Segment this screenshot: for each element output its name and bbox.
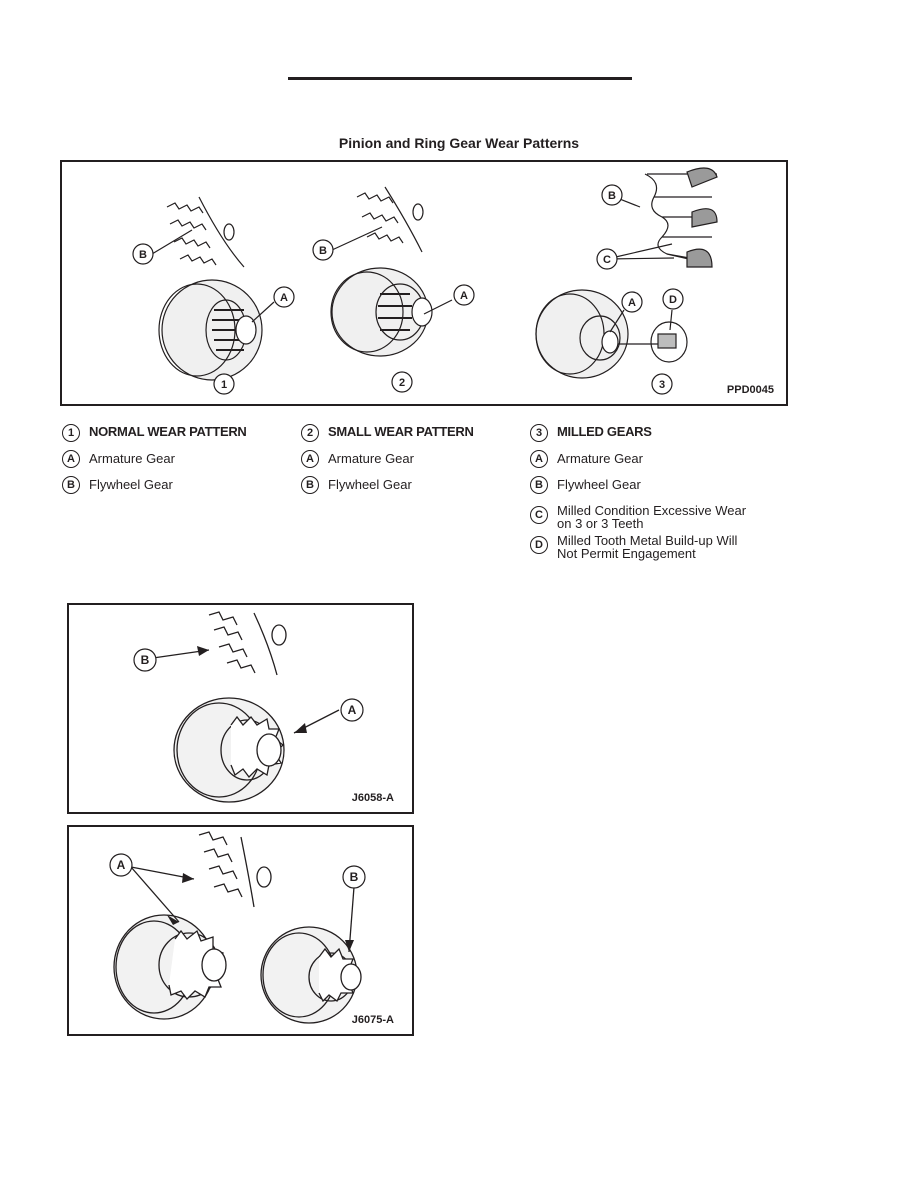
callout-c-3: C [603, 254, 611, 266]
legend-item: B Flywheel Gear [301, 476, 541, 502]
callout-a-3: A [628, 297, 636, 309]
legend-item-text: Armature Gear [557, 451, 643, 466]
legend-number-badge: 1 [62, 424, 80, 442]
figure-j6058: B A J6058-A [67, 603, 414, 814]
legend-header-text: SMALL WEAR PATTERN [328, 424, 474, 439]
page-title: Pinion and Ring Gear Wear Patterns [338, 135, 580, 151]
legend-item-line: on 3 or 3 Teeth [557, 516, 644, 531]
callout-d-3: D [669, 294, 677, 306]
panel-number-1: 1 [221, 379, 227, 391]
legend-header-text: MILLED GEARS [557, 424, 652, 439]
legend-letter-badge: A [62, 450, 80, 468]
legend-item-text: Milled Tooth Metal Build-up Will Not Per… [557, 532, 737, 560]
legend-item-line: Not Permit Engagement [557, 546, 696, 561]
legend-item: A Armature Gear [62, 450, 302, 476]
legend-item: B Flywheel Gear [62, 476, 302, 502]
callout-b: B [350, 870, 359, 884]
legend-column-2: 2 SMALL WEAR PATTERN A Armature Gear B F… [301, 424, 541, 502]
legend-letter-badge: B [530, 476, 548, 494]
legend-item-text: Flywheel Gear [89, 477, 173, 492]
legend-column-3: 3 MILLED GEARS A Armature Gear B Flywhee… [530, 424, 780, 562]
legend-item: A Armature Gear [530, 450, 780, 476]
callout-b-2: B [319, 245, 327, 257]
legend-header-3: 3 MILLED GEARS [530, 424, 780, 450]
legend-item: C Milled Condition Excessive Wear on 3 o… [530, 502, 780, 532]
figure-wear-patterns: B A 1 B A 2 B C A D 3 PPD0045 [60, 160, 788, 406]
legend-item: A Armature Gear [301, 450, 541, 476]
legend-column-1: 1 NORMAL WEAR PATTERN A Armature Gear B … [62, 424, 302, 502]
legend-item-text: Armature Gear [328, 451, 414, 466]
callout-a: A [348, 703, 357, 717]
figure-code: J6058-A [351, 792, 394, 804]
callout-b-1: B [139, 249, 147, 261]
legend-item-line: Milled Condition Excessive Wear [557, 503, 747, 518]
legend-header-text: NORMAL WEAR PATTERN [89, 424, 247, 439]
legend-item-text: Milled Condition Excessive Wear on 3 or … [557, 502, 746, 530]
panel-number-2: 2 [399, 377, 405, 389]
callout-a-2: A [460, 290, 468, 302]
legend-number-badge: 2 [301, 424, 319, 442]
header-rule [288, 77, 632, 80]
panel-number-3: 3 [659, 379, 665, 391]
callout-a-1: A [280, 292, 288, 304]
legend-item: D Milled Tooth Metal Build-up Will Not P… [530, 532, 780, 562]
callout-b-3: B [608, 190, 616, 202]
legend-letter-badge: D [530, 536, 548, 554]
callout-a: A [117, 858, 126, 872]
figure-code: J6075-A [351, 1014, 394, 1026]
callout-b: B [141, 653, 150, 667]
legend-item-text: Armature Gear [89, 451, 175, 466]
legend-letter-badge: A [530, 450, 548, 468]
figure-code: PPD0045 [726, 384, 774, 396]
legend-header-2: 2 SMALL WEAR PATTERN [301, 424, 541, 450]
legend-letter-badge: B [62, 476, 80, 494]
wear-patterns-illustration: B A 1 B A 2 B C A D 3 [132, 167, 718, 395]
legend-number-badge: 3 [530, 424, 548, 442]
legend-item: B Flywheel Gear [530, 476, 780, 502]
figure-j6075: A B J6075-A [67, 825, 414, 1036]
legend-item-text: Flywheel Gear [328, 477, 412, 492]
legend-header-1: 1 NORMAL WEAR PATTERN [62, 424, 302, 450]
legend-letter-badge: B [301, 476, 319, 494]
j6075-illustration: A B [109, 831, 366, 1024]
legend-item-line: Milled Tooth Metal Build-up Will [557, 533, 738, 548]
legend-letter-badge: A [301, 450, 319, 468]
legend-item-text: Flywheel Gear [557, 477, 641, 492]
legend-letter-badge: C [530, 506, 548, 524]
j6058-illustration: B A [133, 611, 364, 803]
